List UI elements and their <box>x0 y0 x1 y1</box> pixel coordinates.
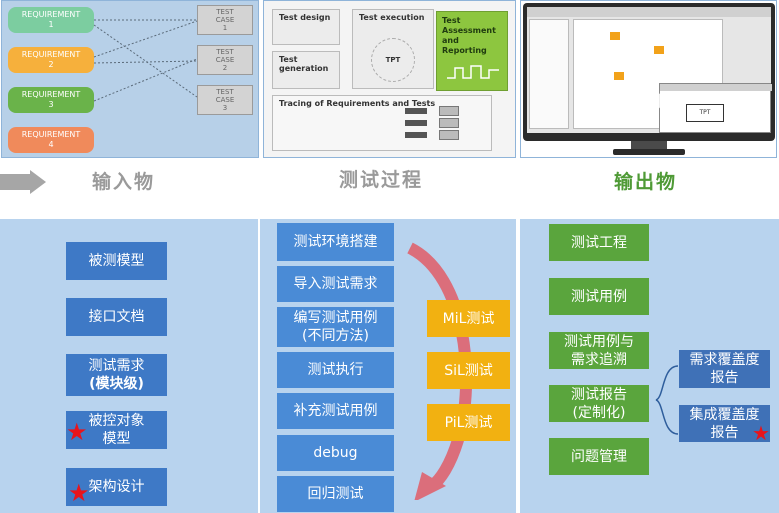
process-step-debug: debug <box>277 435 394 471</box>
app-tree-pane <box>529 19 569 129</box>
right-arrow-icon <box>0 174 32 190</box>
mode-mil: MiL测试 <box>427 300 510 337</box>
output-label: 输出物 <box>614 171 678 193</box>
app-sub-window: TPT <box>659 83 772 133</box>
star-icon: ★ <box>68 479 90 507</box>
report-integration-coverage: 集成覆盖度 报告 <box>679 405 770 442</box>
input-item-model: 被测模型 <box>66 242 167 280</box>
signal-graph-icon <box>447 65 499 79</box>
star-icon: ★ <box>66 418 88 446</box>
input-item-test-requirements: 测试需求 (模块级) <box>66 354 167 396</box>
output-item-test-cases: 测试用例 <box>549 278 649 315</box>
monitor-frame: TPT <box>523 3 775 141</box>
test-case-1: TEST CASE 1 <box>197 5 253 35</box>
tpt-hub-icon: TPT <box>371 38 415 82</box>
process-panel: Test design Test generation Test executi… <box>263 0 516 158</box>
monitor-stand <box>631 141 667 149</box>
input-label: 输入物 <box>92 171 156 193</box>
requirement-2: REQUIREMENT 2 <box>8 47 94 73</box>
report-brace-icon <box>655 365 679 435</box>
app-canvas <box>573 19 723 129</box>
step-test-execution: Test execution TPT <box>352 9 434 89</box>
output-panel: TPT <box>520 0 777 158</box>
step-test-design: Test design <box>272 9 340 45</box>
trace-connector-lines <box>93 19 198 102</box>
step-tracing: Tracing of Requirements and Tests <box>272 95 492 151</box>
app-toolbar <box>527 7 771 17</box>
monitor-screen: TPT <box>527 7 772 133</box>
process-step-import-requirements: 导入测试需求 <box>277 266 394 302</box>
output-item-trace: 测试用例与 需求追溯 <box>549 332 649 369</box>
test-case-2: TEST CASE 2 <box>197 45 253 75</box>
process-step-write-test-cases: 编写测试用例 (不同方法) <box>277 307 394 347</box>
test-case-3: TEST CASE 3 <box>197 85 253 115</box>
input-item-interface-doc: 接口文档 <box>66 298 167 336</box>
requirement-4: REQUIREMENT 4 <box>8 127 94 153</box>
input-panel: REQUIREMENT 1 REQUIREMENT 2 REQUIREMENT … <box>1 0 259 158</box>
right-arrow-head-icon <box>30 170 46 194</box>
output-item-test-report: 测试报告 (定制化) <box>549 385 649 422</box>
output-item-issue-mgmt: 问题管理 <box>549 438 649 475</box>
requirement-3: REQUIREMENT 3 <box>8 87 94 113</box>
mode-sil: SiL测试 <box>427 352 510 389</box>
app-logo-text: TPT <box>699 109 711 116</box>
requirement-1: REQUIREMENT 1 <box>8 7 94 33</box>
step-test-generation: Test generation <box>272 51 340 89</box>
loop-arrow-icon <box>407 242 473 500</box>
process-step-env-setup: 测试环境搭建 <box>277 223 394 261</box>
input-item-plant-model: 被控对象 模型 <box>66 411 167 449</box>
star-icon: ★ <box>752 421 770 445</box>
mode-pil: PiL测试 <box>427 404 510 441</box>
process-step-execute: 测试执行 <box>277 352 394 388</box>
output-item-test-project: 测试工程 <box>549 224 649 261</box>
monitor-base <box>613 149 685 155</box>
report-requirement-coverage: 需求覆盖度 报告 <box>679 350 770 388</box>
process-step-regression: 回归测试 <box>277 476 394 512</box>
input-item-architecture: 架构设计 <box>66 468 167 506</box>
process-label: 测试过程 <box>339 169 424 191</box>
step-test-assessment: Test Assessment and Reporting <box>436 11 508 91</box>
process-step-supplement-cases: 补充测试用例 <box>277 393 394 429</box>
trace-table-icon <box>405 106 465 142</box>
